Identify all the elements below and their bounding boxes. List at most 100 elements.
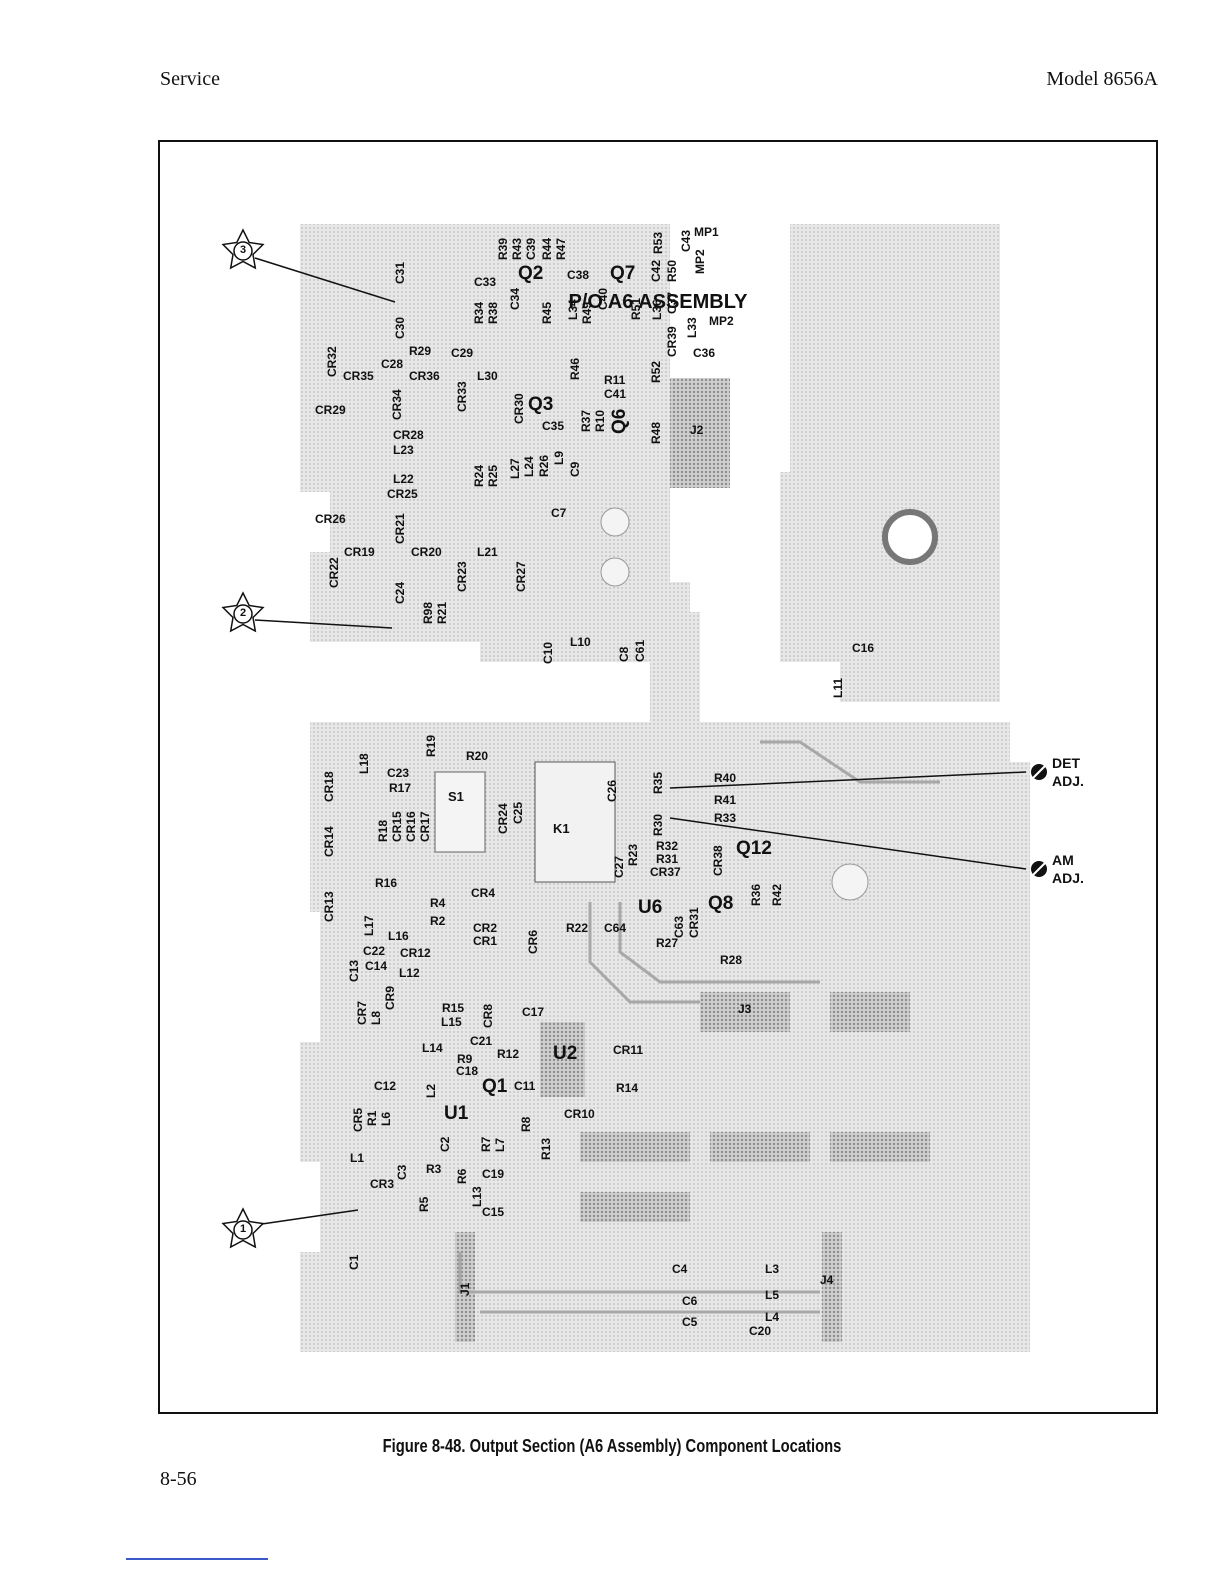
component-label: C26 (605, 779, 619, 802)
component-label: CR9 (383, 985, 397, 1010)
component-label: R29 (409, 344, 432, 358)
component-label: CR22 (327, 557, 341, 588)
figure-title: P/O A6 ASSEMBLY (568, 291, 748, 313)
relay-k1 (534, 761, 616, 883)
component-label: R43 (510, 237, 524, 260)
component-label: L22 (393, 472, 414, 486)
component-label: C16 (852, 641, 875, 655)
component-label: C3 (395, 1164, 409, 1180)
component-label: L24 (522, 456, 536, 477)
component-label: C9 (568, 461, 582, 477)
component-label: L1 (350, 1151, 365, 1165)
component-label: L23 (393, 443, 414, 457)
adjustment-screw-icon (1031, 861, 1047, 877)
component-label: CR25 (387, 487, 418, 501)
component-label: C24 (393, 581, 407, 604)
component-label: C39 (524, 237, 538, 260)
component-label: C18 (456, 1064, 479, 1078)
component-label: MP1 (694, 225, 719, 239)
component-label: R41 (714, 793, 737, 807)
leader-line (669, 817, 1027, 870)
component-label: C7 (551, 506, 567, 520)
callout-star (221, 1207, 265, 1249)
leader-line (254, 619, 393, 629)
component-label: R34 (472, 301, 486, 324)
component-label: C61 (633, 639, 647, 662)
component-label: C41 (604, 387, 627, 401)
component-label: R23 (626, 843, 640, 866)
component-label: C30 (393, 316, 407, 339)
component-label: L15 (441, 1015, 462, 1029)
component-label: R9 (457, 1052, 473, 1066)
component-label: MP2 (709, 314, 734, 328)
component-label: R10 (593, 409, 607, 432)
component-label: Q8 (708, 893, 734, 914)
page-number: 8-56 (160, 1468, 197, 1490)
component-label: U1 (444, 1103, 469, 1124)
bottom-rule (126, 1558, 268, 1560)
component-label: R13 (539, 1137, 553, 1160)
component-label: R17 (389, 781, 412, 795)
leader-line (254, 257, 396, 303)
component-label: R28 (720, 953, 743, 967)
component-label: R42 (770, 883, 784, 906)
component-label: CR30 (512, 393, 526, 424)
component-label: R19 (424, 734, 438, 757)
component-label: R24 (472, 464, 486, 487)
switch-s1 (434, 771, 486, 853)
component-label: L16 (388, 929, 409, 943)
board-photo (221, 224, 1047, 1352)
connector-j3 (700, 992, 790, 1032)
page-header-right: Model 8656A (1046, 68, 1158, 90)
component-label: C40 (596, 287, 610, 310)
component-label: C29 (451, 346, 474, 360)
component-label: R44 (540, 237, 554, 260)
component-label: CR28 (393, 428, 424, 442)
component-label: CR15 (390, 811, 404, 842)
component-label: Q6 (609, 408, 630, 434)
adjustment-label: AM (1052, 852, 1074, 868)
component-label: CR23 (455, 561, 469, 592)
component-label: C37 (665, 291, 679, 314)
leader-line (669, 771, 1027, 789)
component-label: Q1 (482, 1076, 508, 1097)
component-label: CR27 (514, 561, 528, 592)
component-label: CR12 (400, 946, 431, 960)
component-label: MP2 (693, 249, 707, 274)
component-label: L13 (470, 1186, 484, 1207)
component-label: R16 (375, 876, 398, 890)
component-label: C28 (381, 357, 404, 371)
component-label: R26 (537, 454, 551, 477)
component-label: R32 (656, 839, 679, 853)
component-label: R21 (435, 601, 449, 624)
ic-chip-5 (830, 992, 910, 1032)
adjustment-label: ADJ. (1052, 773, 1084, 789)
component-label: R25 (486, 464, 500, 487)
component-label: CR39 (665, 326, 679, 357)
component-label: K1 (553, 821, 570, 836)
component-label: R52 (649, 360, 663, 383)
component-label: R22 (566, 921, 589, 935)
adjustment-label: DET (1052, 755, 1080, 771)
figure-frame: P/O A6 ASSEMBLY 3 2 1 DET ADJ. AM ADJ. R… (158, 140, 1158, 1414)
component-label: S1 (448, 789, 464, 804)
figure-caption: Figure 8-48. Output Section (A6 Assembly… (382, 1436, 842, 1456)
round-component (831, 863, 869, 901)
component-label: CR18 (322, 771, 336, 802)
component-label: L8 (369, 1010, 383, 1025)
component-label: L10 (570, 635, 591, 649)
component-label: R3 (426, 1162, 442, 1176)
round-component (882, 509, 938, 565)
component-label: C23 (387, 766, 410, 780)
component-label: C8 (617, 646, 631, 662)
component-label: C19 (482, 1167, 505, 1181)
component-label: CR29 (315, 403, 346, 417)
component-label: CR21 (393, 513, 407, 544)
component-label: CR32 (325, 346, 339, 377)
component-label: L36 (650, 299, 664, 320)
component-label: CR2 (473, 921, 498, 935)
component-label: R1 (365, 1110, 379, 1126)
component-label: CR13 (322, 891, 336, 922)
component-label: L12 (399, 966, 420, 980)
component-label: CR10 (564, 1107, 595, 1121)
